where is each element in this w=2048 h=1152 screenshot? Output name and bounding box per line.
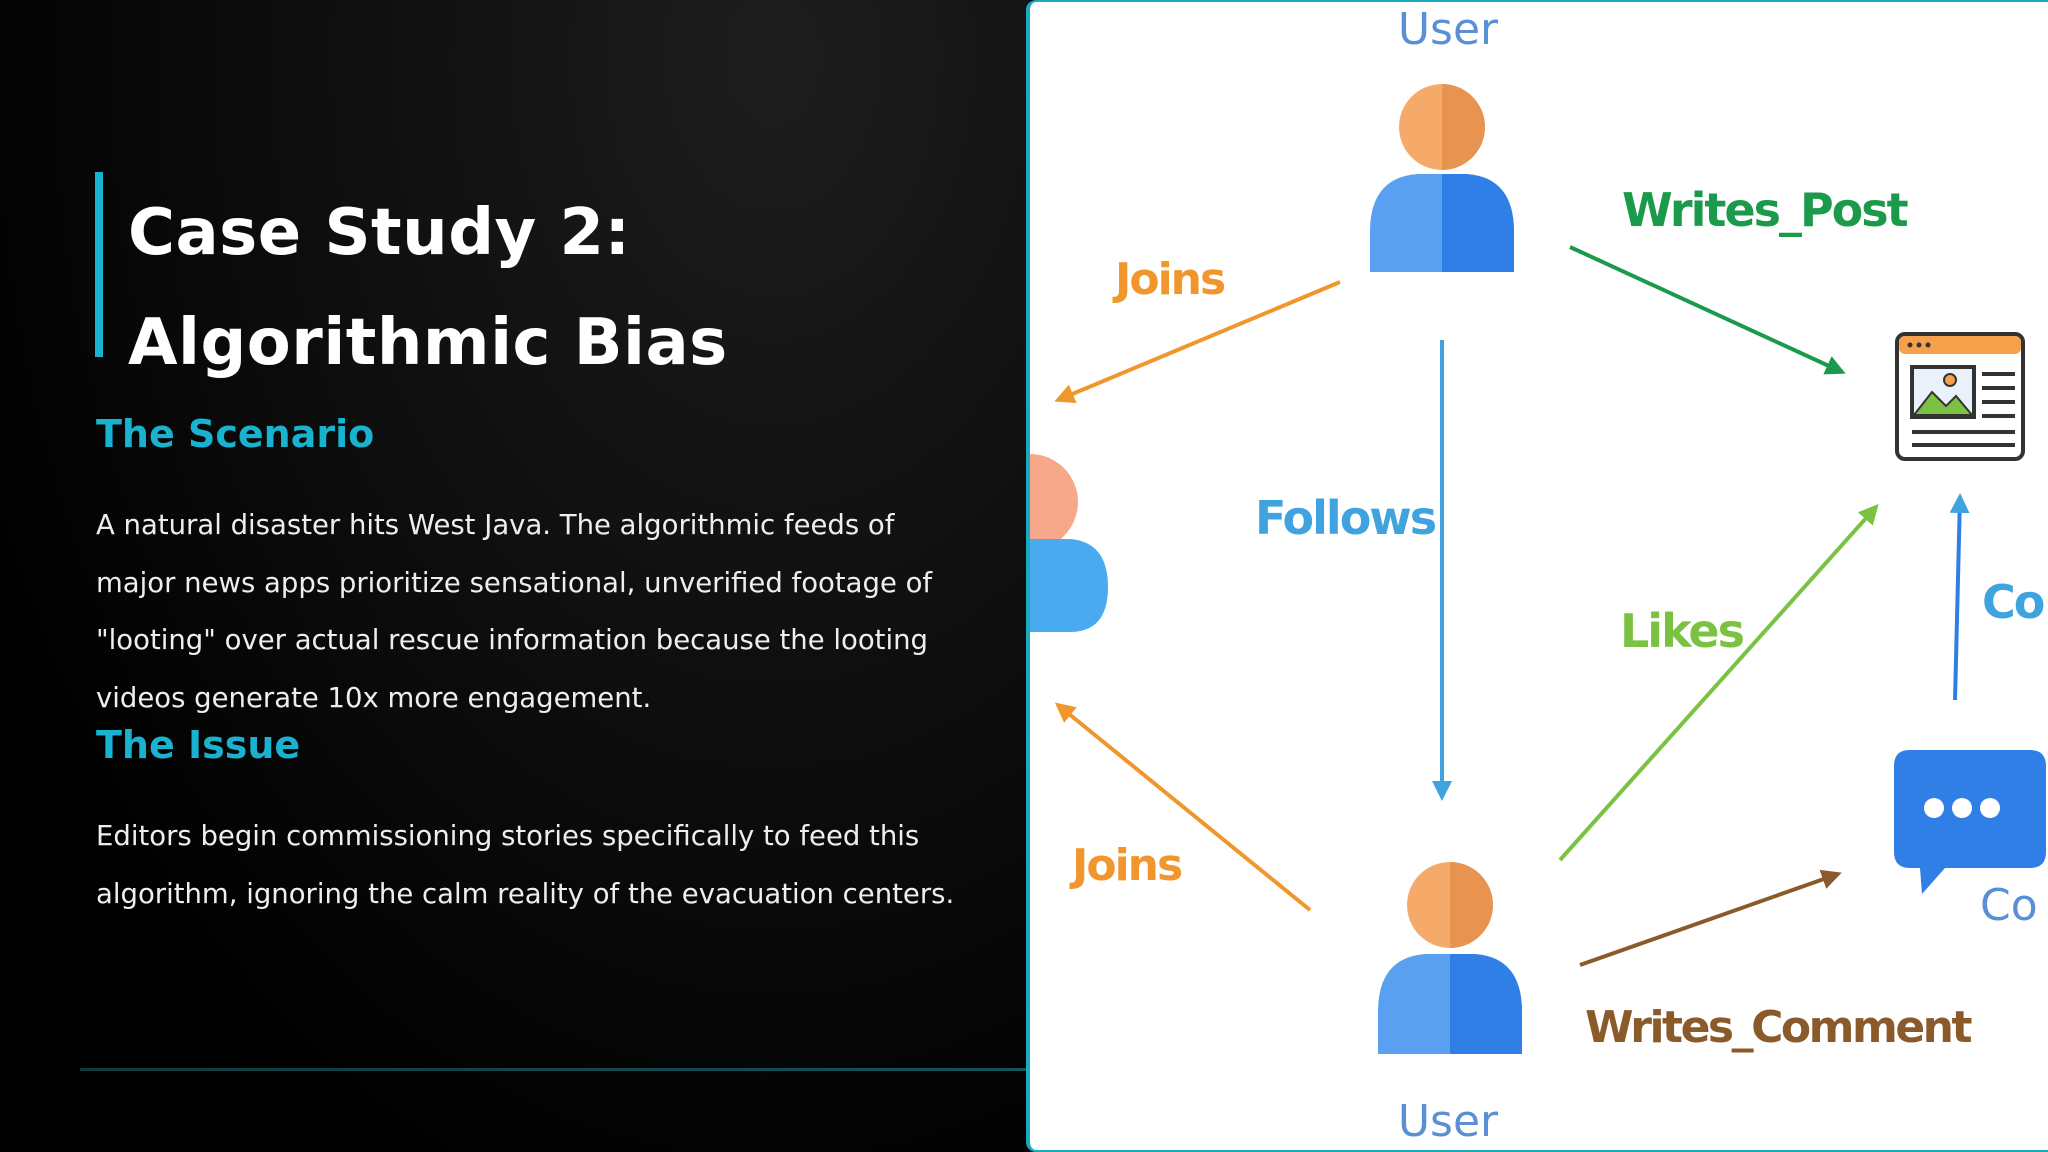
- edge-label-follows: Follows: [1255, 491, 1436, 545]
- diagram-panel: User User: [1026, 0, 2048, 1152]
- scenario-line: A natural disaster hits West Java. The a…: [96, 509, 895, 541]
- section-heading-scenario: The Scenario: [96, 412, 375, 456]
- left-background: [0, 0, 1030, 1152]
- section-heading-issue: The Issue: [96, 723, 301, 767]
- edge-label-comment-on-partial: Co: [1982, 575, 2044, 629]
- user-top-label: User: [1398, 4, 1499, 55]
- relationship-diagram: User User: [1030, 4, 2046, 1147]
- edge-writes-post: [1569, 245, 1846, 375]
- edge-comment-on: [1949, 493, 1970, 701]
- issue-line: Editors begin commissioning stories spec…: [96, 820, 920, 852]
- edge-writes-comment: [1579, 869, 1842, 967]
- edge-label-writes-comment: Writes_Comment: [1585, 1002, 1972, 1053]
- group-node-partial-icon: [1030, 454, 1108, 632]
- footer-divider: [80, 1068, 1030, 1071]
- edge-likes: [1558, 504, 1879, 862]
- scenario-line: "looting" over actual rescue information…: [96, 624, 928, 656]
- user-bottom-label: User: [1398, 1096, 1499, 1147]
- scenario-paragraph: A natural disaster hits West Java. The a…: [96, 497, 996, 727]
- scenario-line: videos generate 10x more engagement.: [96, 681, 652, 714]
- comment-bubble-icon: [1894, 750, 2046, 894]
- user-bottom-icon: [1378, 862, 1522, 1054]
- edge-label-writes-post: Writes_Post: [1622, 183, 1908, 237]
- edge-label-likes: Likes: [1620, 604, 1744, 658]
- comment-node-label-partial: Co: [1980, 880, 2038, 931]
- edge-label-joins-top: Joins: [1112, 254, 1225, 305]
- edge-label-joins-bottom: Joins: [1069, 840, 1182, 891]
- user-top-icon: [1370, 84, 1514, 272]
- slide-title: Case Study 2: Algorithmic Bias: [128, 196, 728, 380]
- title-accent-bar: [95, 172, 103, 357]
- post-page-icon: [1895, 332, 2025, 461]
- issue-paragraph: Editors begin commissioning stories spec…: [96, 808, 996, 923]
- edge-joins-bottom: [1054, 702, 1312, 912]
- edge-joins-top: [1054, 280, 1341, 404]
- scenario-line: major news apps prioritize sensational, …: [96, 566, 933, 599]
- issue-line: algorithm, ignoring the calm reality of …: [96, 877, 955, 910]
